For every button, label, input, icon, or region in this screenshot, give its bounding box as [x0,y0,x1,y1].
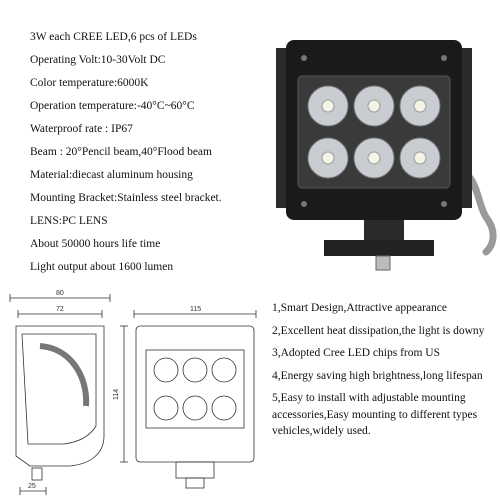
mounting-bolt [375,255,391,271]
dim-side-inner: 72 [56,306,64,313]
screws [301,55,447,207]
spec-material: Material:diecast aluminum housing [30,169,193,181]
spec-list: 3W each CREE LED,6 pcs of LEDs Operating… [30,26,270,279]
side-view-outline [15,325,105,467]
dim-base: 25 [28,483,36,490]
spec-light-output: Light output about 1600 lumen [30,261,174,273]
spec-color-temperature: Color temperature:6000K [30,77,149,89]
spec-lens: LENS:PC LENS [30,215,108,227]
product-photo [276,40,497,271]
dimension-drawing: 80 72 115 114 25 [9,290,257,495]
feature-list: 1,Smart Design,Attractive appearance 2,E… [272,300,494,446]
spec-operation-temperature: Operation temperature:-40°C~60°C [30,100,195,112]
feature-item: 3,Adopted Cree LED chips from US [272,347,440,359]
spec-voltage: Operating Volt:10-30Volt DC [30,54,166,66]
spec-waterproof: Waterproof rate : IP67 [30,123,133,135]
front-view-leds [153,357,237,421]
feature-item: 5,Easy to install with adjustable mounti… [272,392,478,437]
spec-bracket: Mounting Bracket:Stainless steel bracket… [30,192,222,204]
bracket-base [324,240,434,256]
feature-item: 1,Smart Design,Attractive appearance [272,302,447,314]
spec-beam: Beam : 20°Pencil beam,40°Flood beam [30,146,212,158]
dim-height: 114 [113,389,120,400]
dim-side-width: 80 [56,290,64,297]
feature-item: 2,Excellent heat dissipation,the light i… [272,324,485,337]
dim-front-width: 115 [190,306,201,313]
spec-leds: 3W each CREE LED,6 pcs of LEDs [30,31,197,43]
spec-lifetime: About 50000 hours life time [30,238,161,250]
feature-item: 4,Energy saving high brightness,long lif… [272,369,483,382]
front-view-outline [135,325,255,463]
led-array [307,85,441,179]
